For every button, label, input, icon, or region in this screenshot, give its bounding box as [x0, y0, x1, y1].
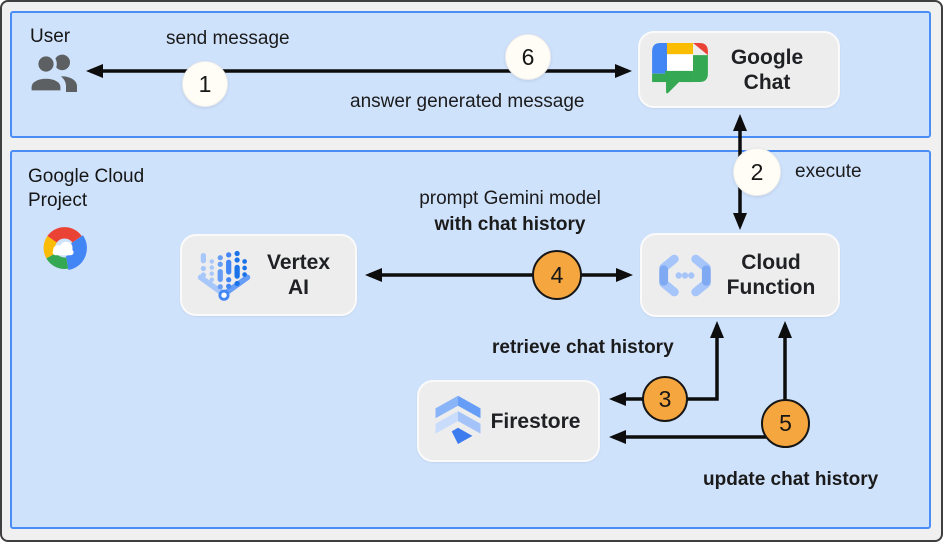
- node-firestore: Firestore: [417, 380, 600, 462]
- step-badge-6: 6: [505, 34, 551, 80]
- step-badge-2: 2: [733, 148, 781, 196]
- gcp-section-label: Google Cloud Project: [28, 165, 144, 213]
- node-vertex-ai: Vertex AI: [180, 234, 357, 316]
- label-prompt-gemini: prompt Gemini model with chat history: [395, 186, 625, 238]
- node-google-chat: Google Chat: [638, 31, 840, 108]
- vertex-ai-logo-icon: [194, 248, 254, 303]
- label-answer-generated-message: answer generated message: [350, 91, 585, 112]
- step-badge-5: 5: [761, 399, 810, 448]
- label-retrieve-chat-history: retrieve chat history: [492, 337, 674, 358]
- node-cloud-function: Cloud Function: [640, 233, 840, 317]
- node-vertex-ai-label: Vertex AI: [266, 251, 331, 299]
- node-cloud-function-label: Cloud Function: [726, 251, 816, 299]
- user-people-icon: [27, 52, 79, 96]
- label-prompt-gemini-line2: with chat history: [434, 214, 586, 235]
- firestore-logo-icon: [431, 393, 485, 449]
- node-firestore-label: Firestore: [490, 409, 581, 433]
- user-section-label: User: [30, 26, 71, 47]
- label-prompt-gemini-line1: prompt Gemini model: [419, 188, 601, 209]
- step-badge-3: 3: [642, 376, 688, 422]
- cloud-functions-logo-icon: [654, 254, 716, 297]
- label-send-message: send message: [166, 28, 290, 49]
- node-google-chat-label: Google Chat: [730, 45, 804, 94]
- gcp-section-label-line2: Project: [28, 190, 88, 211]
- google-chat-logo-icon: [652, 43, 708, 96]
- step-badge-1: 1: [182, 61, 228, 107]
- label-update-chat-history: update chat history: [703, 469, 879, 490]
- label-execute: execute: [795, 161, 862, 182]
- google-cloud-logo-icon: [35, 221, 96, 273]
- step-badge-4: 4: [532, 250, 582, 300]
- gcp-section-label-line1: Google Cloud: [28, 166, 145, 187]
